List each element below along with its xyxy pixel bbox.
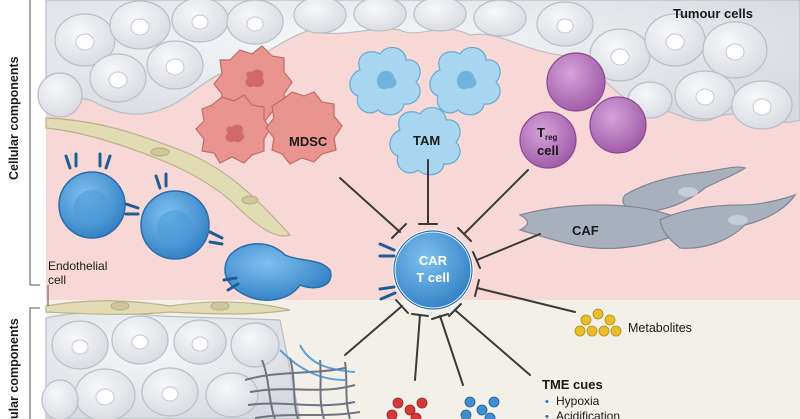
caf-label: CAF — [572, 223, 599, 238]
inhibition-lines — [339, 159, 576, 386]
tam-label: TAM — [413, 133, 440, 148]
car-receptors-vessel — [64, 152, 240, 292]
treg-label-sub: reg — [545, 133, 558, 142]
treg-cells — [519, 52, 647, 169]
hypoxia-bullet: • — [545, 396, 549, 408]
caf-cells — [518, 166, 797, 250]
acellular-side-label: ular components — [7, 318, 21, 419]
hypoxia-label: Hypoxia — [556, 394, 600, 408]
tam-nuclei — [376, 70, 477, 90]
tme-cues-label: TME cues — [542, 377, 603, 392]
treg-label: Treg — [537, 125, 558, 142]
mdsc-nuclei — [225, 69, 265, 143]
treg-label-main: T — [537, 125, 545, 140]
acidification-bullet: • — [545, 411, 549, 419]
ecm-fibres — [279, 344, 356, 381]
endothelial-cells — [45, 117, 292, 315]
tumour-label: Tumour cells — [673, 6, 753, 21]
blue-molecules — [460, 396, 500, 419]
endothelial-label-line2: cell — [48, 273, 66, 287]
ecm-mesh — [244, 357, 361, 419]
car-label-line1: CAR — [419, 253, 448, 268]
metabolite-molecules — [574, 308, 622, 337]
endothelial-label-line1: Endothelial — [48, 259, 107, 273]
cellular-side-label: Cellular components — [7, 56, 21, 180]
acidification-label: Acidification — [556, 409, 620, 419]
car-receptors-central — [378, 242, 397, 301]
car-t-cells-vessel — [58, 171, 332, 301]
car-t-cell-central — [392, 229, 474, 311]
tumour-nuclei-bottom — [71, 334, 209, 406]
caf-nuclei — [678, 187, 748, 225]
treg-cell-label: cell — [537, 143, 559, 158]
car-label-line2: T cell — [416, 270, 449, 285]
side-brackets — [29, 0, 40, 419]
metabolites-label: Metabolites — [628, 321, 692, 335]
red-molecules — [386, 397, 428, 419]
tumour-nuclei-top — [75, 14, 772, 116]
mdsc-label: MDSC — [289, 134, 328, 149]
